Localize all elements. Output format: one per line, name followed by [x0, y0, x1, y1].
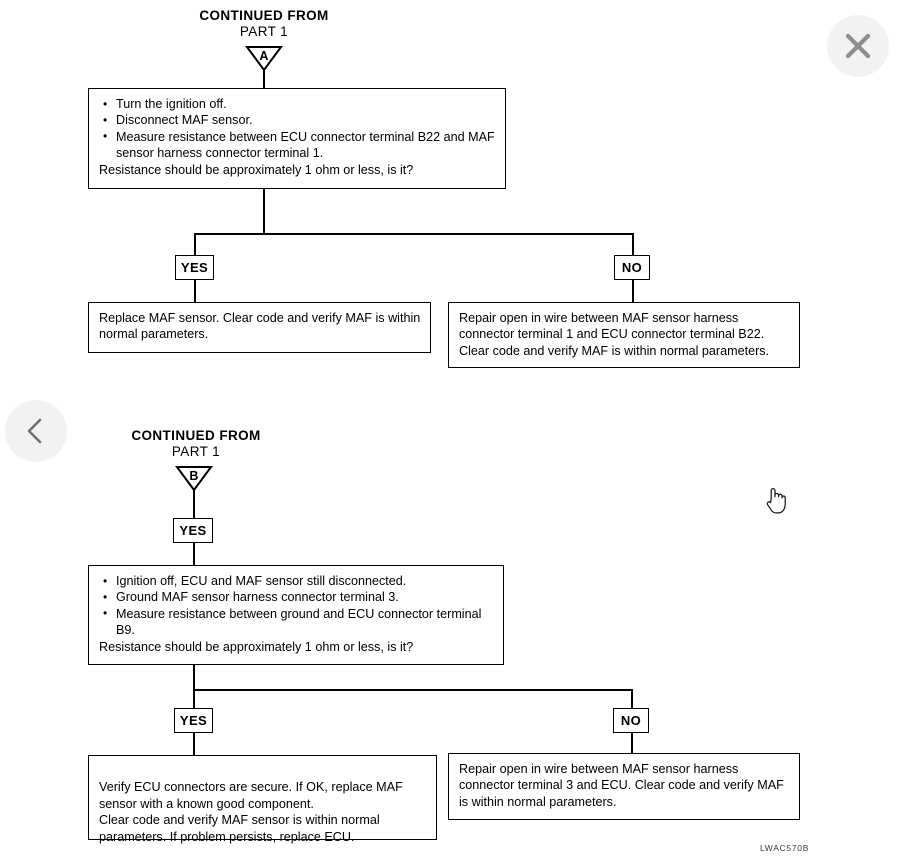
connector-triangle-b: B: [174, 465, 214, 495]
entry-label-b-yes[interactable]: YES: [173, 518, 213, 543]
connector-letter-a: A: [259, 49, 269, 63]
line-b-yes-to-result: [193, 733, 195, 755]
question-b-bullet-1: Ignition off, ECU and MAF sensor still d…: [103, 572, 494, 589]
line-a-split-horizontal: [194, 233, 633, 235]
line-a-question-to-split: [263, 189, 265, 234]
question-a-bullets: Turn the ignition off. Disconnect MAF se…: [99, 95, 496, 162]
close-icon: [841, 29, 875, 63]
line-b-split-to-yes: [193, 689, 195, 708]
line-a-yes-to-result: [194, 280, 196, 302]
close-button[interactable]: [827, 15, 889, 77]
result-b-no-text: Repair open in wire between MAF sensor h…: [459, 762, 784, 809]
question-a-bullet-3: Measure resistance between ECU connector…: [103, 128, 496, 162]
result-b-yes-text: Verify ECU connectors are secure. If OK,…: [99, 780, 403, 844]
branch-label-b-yes-text: YES: [179, 713, 208, 728]
question-a-tail: Resistance should be approximately 1 ohm…: [99, 162, 414, 177]
prev-page-button[interactable]: [5, 400, 67, 462]
result-a-no-text: Repair open in wire between MAF sensor h…: [459, 311, 770, 358]
line-a-no-to-result: [632, 280, 634, 302]
chevron-left-icon: [23, 416, 49, 446]
result-box-a-yes: Replace MAF sensor. Clear code and verif…: [88, 302, 431, 353]
entry-label-b-yes-text: YES: [179, 523, 207, 538]
result-box-b-no: Repair open in wire between MAF sensor h…: [448, 753, 800, 820]
line-b-entry-to-question: [193, 543, 195, 565]
pointer-hand-cursor: [764, 486, 788, 516]
section-a-header-line2: PART 1: [239, 23, 289, 39]
question-a-bullet-1: Turn the ignition off.: [103, 95, 496, 112]
line-b-no-to-result: [631, 733, 633, 753]
line-b-split-horizontal: [193, 689, 632, 691]
branch-label-b-no[interactable]: NO: [613, 708, 649, 733]
result-box-a-no: Repair open in wire between MAF sensor h…: [448, 302, 800, 368]
question-b-bullet-2: Ground MAF sensor harness connector term…: [103, 589, 494, 606]
question-a-bullet-2: Disconnect MAF sensor.: [103, 112, 496, 129]
line-b-question-to-split: [193, 665, 195, 690]
branch-label-a-yes[interactable]: YES: [175, 255, 214, 280]
branch-label-a-yes-text: YES: [180, 260, 209, 275]
section-b-header-line2: PART 1: [171, 443, 221, 459]
branch-label-a-no[interactable]: NO: [614, 255, 650, 280]
question-b-bullet-3: Measure resistance between ground and EC…: [103, 605, 494, 639]
connector-triangle-a: A: [244, 45, 284, 75]
connector-letter-b: B: [189, 469, 199, 483]
question-box-b: Ignition off, ECU and MAF sensor still d…: [88, 565, 504, 665]
line-b-connector-to-entry: [193, 488, 195, 518]
plate-code: LWAC570B: [760, 843, 810, 853]
section-b-header-line1: CONTINUED FROM: [131, 428, 261, 443]
line-a-connector-to-question: [263, 68, 265, 88]
section-a-header-line1: CONTINUED FROM: [199, 8, 329, 23]
question-b-bullets: Ignition off, ECU and MAF sensor still d…: [99, 572, 494, 639]
result-a-yes-text: Replace MAF sensor. Clear code and verif…: [99, 311, 421, 342]
result-box-b-yes: Verify ECU connectors are secure. If OK,…: [88, 755, 437, 844]
branch-label-b-no-text: NO: [620, 713, 642, 728]
question-box-a: Turn the ignition off. Disconnect MAF se…: [88, 88, 506, 189]
line-b-split-to-no: [631, 689, 633, 708]
section-b-header: CONTINUED FROM PART 1: [112, 428, 280, 460]
branch-label-a-no-text: NO: [621, 260, 643, 275]
line-a-split-to-no: [632, 233, 634, 255]
question-b-tail: Resistance should be approximately 1 ohm…: [99, 639, 414, 654]
line-a-split-to-yes: [194, 233, 196, 255]
section-a-header: CONTINUED FROM PART 1: [180, 8, 348, 40]
branch-label-b-yes[interactable]: YES: [174, 708, 213, 733]
